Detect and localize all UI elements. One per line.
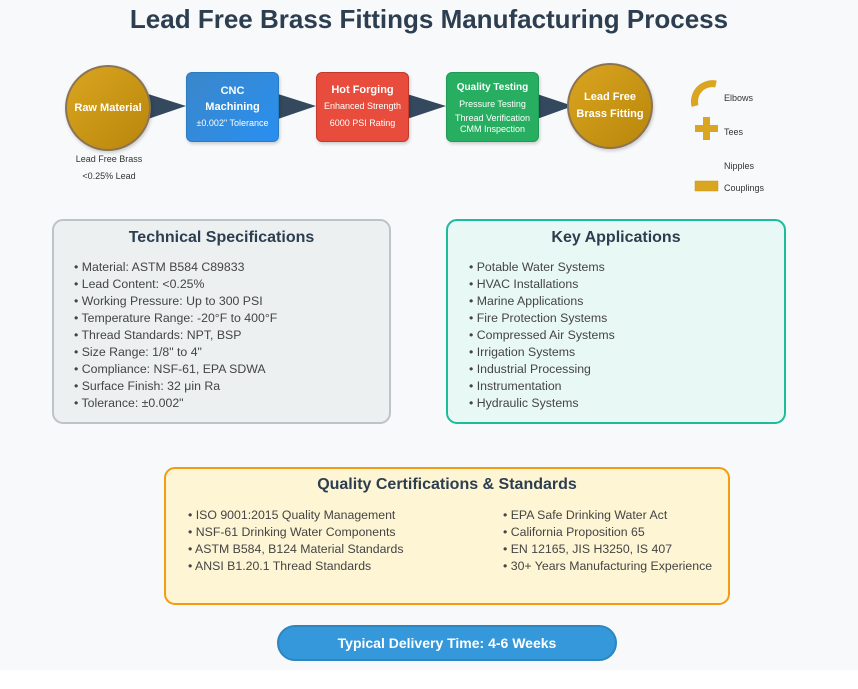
legend-label-tees: Tees: [724, 127, 744, 137]
application-item: Compressed Air Systems: [469, 327, 615, 344]
spec-item: Compliance: NSF-61, EPA SDWA: [74, 361, 277, 378]
certifications-right-list: EPA Safe Drinking Water Act California P…: [503, 507, 712, 575]
application-item: Industrial Processing: [469, 361, 615, 378]
application-item: HVAC Installations: [469, 276, 615, 293]
technical-specifications-panel: Technical Specifications Material: ASTM …: [52, 219, 391, 424]
arrow-forging-to-qt: [407, 94, 446, 119]
forging-detail-2: 6000 PSI Rating: [329, 118, 396, 128]
raw-material-caption-1: Lead Free Brass: [75, 154, 143, 164]
cnc-title-1: CNC: [220, 84, 245, 97]
spec-item: Working Pressure: Up to 300 PSI: [74, 293, 277, 310]
qt-detail-2: Thread Verification: [454, 112, 531, 123]
spec-item: Surface Finish: 32 μin Ra: [74, 378, 277, 395]
application-item: Marine Applications: [469, 293, 615, 310]
certification-item: EN 12165, JIS H3250, IS 407: [503, 541, 712, 558]
forging-detail-1: Enhanced Strength: [323, 101, 402, 111]
application-item: Instrumentation: [469, 378, 615, 395]
raw-material-label: Raw Material: [74, 101, 142, 114]
elbow-icon: [691, 80, 717, 107]
raw-material-node: Raw Material: [65, 65, 151, 151]
tee-icon: [695, 117, 718, 140]
legend-label-elbows: Elbows: [724, 93, 754, 103]
application-item: Fire Protection Systems: [469, 310, 615, 327]
certification-item: ASTM B584, B124 Material Standards: [188, 541, 403, 558]
certification-item: ANSI B1.20.1 Thread Standards: [188, 558, 404, 575]
application-item: Hydraulic Systems: [469, 395, 615, 412]
certifications-title: Quality Certifications & Standards: [317, 476, 577, 493]
final-label-1: Lead Free: [584, 91, 636, 103]
spec-item: Material: ASTM B584 C89833: [74, 259, 277, 276]
certification-item: NSF-61 Drinking Water Components: [188, 524, 404, 541]
page-title: Lead Free Brass Fittings Manufacturing P…: [129, 4, 729, 34]
arrow-qt-to-final: [537, 94, 573, 119]
spec-item: Tolerance: ±0.002": [74, 395, 277, 412]
legend-label-couplings: Couplings: [724, 183, 765, 193]
legend-label-nipples: Nipples: [724, 161, 755, 171]
diagram-canvas: Lead Free Brass Fittings Manufacturing P…: [0, 0, 858, 670]
qt-detail-3: CMM Inspection: [459, 123, 526, 134]
certification-item: 30+ Years Manufacturing Experience: [503, 558, 712, 575]
spec-item: Lead Content: <0.25%: [74, 276, 277, 293]
certification-item: California Proposition 65: [503, 524, 712, 541]
application-item: Irrigation Systems: [469, 344, 615, 361]
arrow-raw-to-cnc: [148, 94, 186, 119]
specs-title: Technical Specifications: [128, 229, 315, 246]
application-item: Potable Water Systems: [469, 259, 615, 276]
certifications-panel: Quality Certifications & Standards ISO 9…: [164, 467, 730, 605]
certifications-left-list: ISO 9001:2015 Quality Management NSF-61 …: [188, 507, 404, 575]
process-arrows: [148, 80, 719, 192]
spec-item: Thread Standards: NPT, BSP: [74, 327, 277, 344]
qt-title: Quality Testing: [456, 81, 529, 93]
quality-testing-node: Quality Testing Pressure Testing Thread …: [446, 72, 539, 142]
spec-item: Temperature Range: -20°F to 400°F: [74, 310, 278, 327]
final-product-node: Lead Free Brass Fitting: [567, 63, 653, 149]
arrow-cnc-to-forging: [278, 94, 316, 119]
cnc-machining-node: CNC Machining ±0.002" Tolerance: [186, 72, 279, 142]
certification-item: ISO 9001:2015 Quality Management: [188, 507, 404, 524]
key-applications-panel: Key Applications Potable Water Systems H…: [446, 219, 786, 424]
delivery-time-badge: Typical Delivery Time: 4-6 Weeks: [277, 625, 617, 661]
cnc-detail: ±0.002" Tolerance: [196, 117, 269, 128]
spec-item: Size Range: 1/8" to 4": [74, 344, 277, 361]
qt-detail-1: Pressure Testing: [459, 98, 526, 109]
applications-title: Key Applications: [551, 229, 681, 246]
hot-forging-node: Hot Forging Enhanced Strength 6000 PSI R…: [316, 72, 409, 142]
applications-list: Potable Water Systems HVAC Installations…: [469, 259, 615, 412]
raw-material-caption-2: <0.25% Lead: [82, 171, 136, 181]
cnc-title-2: Machining: [205, 100, 260, 113]
specs-list: Material: ASTM B584 C89833 Lead Content:…: [74, 259, 278, 412]
forging-title: Hot Forging: [331, 84, 394, 96]
coupling-icon: [694, 180, 719, 192]
final-label-2: Brass Fitting: [576, 108, 644, 120]
certification-item: EPA Safe Drinking Water Act: [503, 507, 712, 524]
